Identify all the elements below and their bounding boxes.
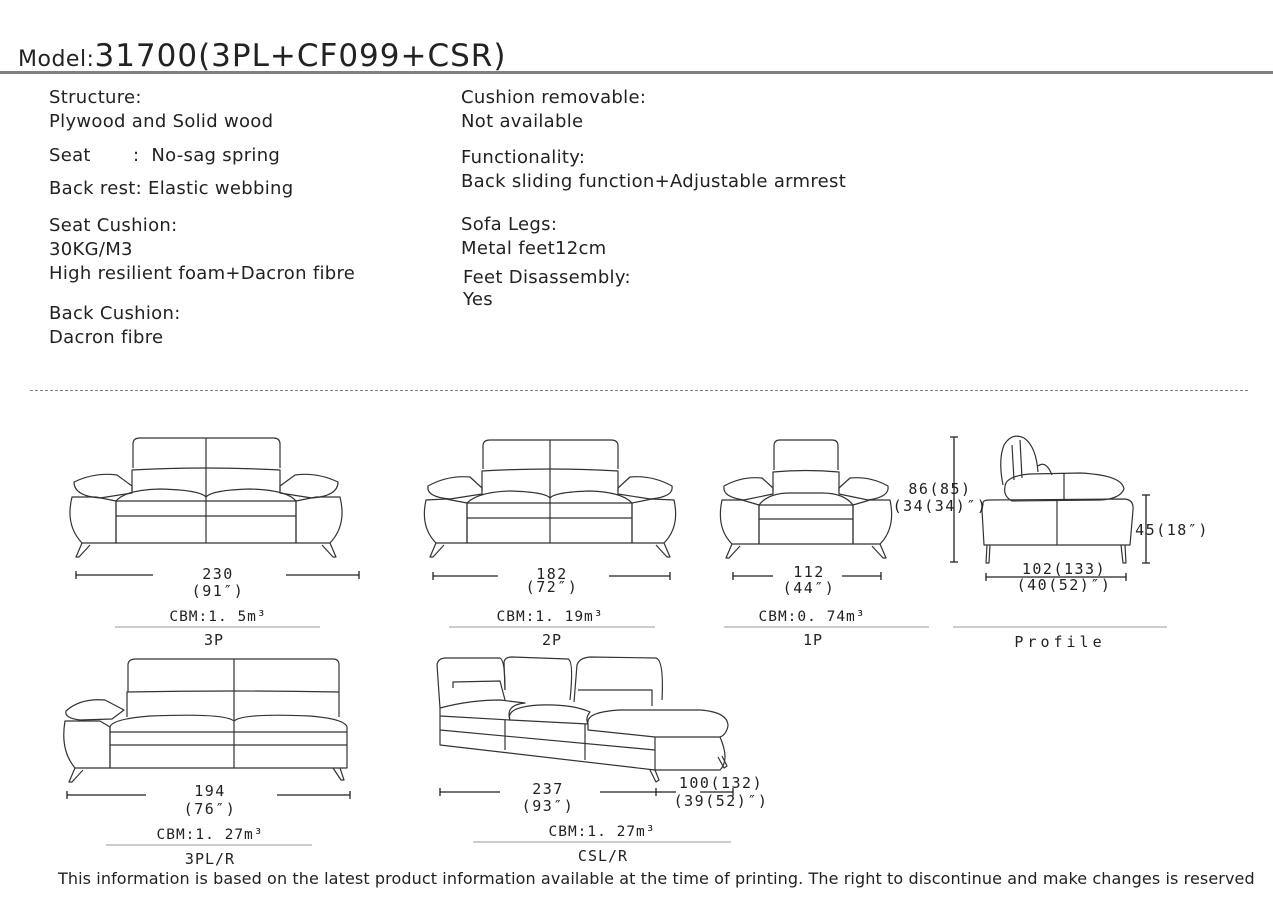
section-divider — [30, 390, 1248, 391]
spec-sofa-legs-value: Metal feet12cm — [461, 238, 607, 259]
3p-name: 3P — [204, 631, 224, 649]
model-title: Model:31700(3PL+CF099+CSR) — [18, 38, 506, 74]
3p-cbm: CBM:1. 5m³ — [169, 609, 266, 625]
3p-width-cm: 230 — [202, 565, 234, 583]
sofa-1p-drawing — [719, 439, 893, 559]
spec-structure-value: Plywood and Solid wood — [49, 111, 274, 132]
1p-width-cm: 112 — [793, 563, 825, 581]
spec-feet-disassembly-value: Yes — [463, 289, 493, 310]
cslr-depth-cm: 100(132) — [679, 774, 763, 792]
title-divider — [0, 71, 1273, 74]
sofa-2p-drawing — [423, 439, 677, 558]
sofa-profile-drawing — [981, 435, 1134, 564]
spec-back-cushion-label: Back Cushion: — [49, 303, 181, 324]
cslr-width-cm: 237 — [532, 780, 564, 798]
dimension-lines — [66, 436, 1150, 799]
1p-name: 1P — [803, 631, 823, 649]
3p-width-in: (91″) — [192, 582, 245, 600]
sofa-cslr-drawing — [436, 656, 729, 783]
spec-seat: Seat : No-sag spring — [49, 145, 281, 166]
1p-width-in: (44″) — [783, 579, 836, 597]
cbm-rules — [106, 626, 1167, 846]
2p-name: 2P — [542, 631, 562, 649]
profile-depth-in: (40(52)″) — [1017, 576, 1112, 594]
spec-back-cushion-value: Dacron fibre — [49, 327, 164, 348]
spec-sofa-legs-label: Sofa Legs: — [461, 214, 558, 235]
footer-disclaimer: This information is based on the latest … — [58, 869, 1255, 888]
3plr-width-cm: 194 — [194, 782, 226, 800]
model-label: Model: — [18, 47, 95, 72]
spec-cushion-removable-label: Cushion removable: — [461, 87, 647, 108]
3plr-width-in: (76″) — [184, 800, 237, 818]
2p-width-in: (72″) — [526, 578, 579, 596]
spec-seat-cushion-density: 30KG/M3 — [49, 239, 133, 260]
spec-structure-label: Structure: — [49, 87, 142, 108]
spec-back-rest: Back rest: Elastic webbing — [49, 178, 294, 199]
profile-name: Profile — [1014, 633, 1105, 651]
profile-height-cm: 86(85) — [908, 480, 971, 498]
2p-cbm: CBM:1. 19m³ — [496, 609, 603, 625]
profile-height-in: (34(34)″) — [893, 497, 988, 515]
cslr-cbm: CBM:1. 27m³ — [548, 824, 655, 840]
spec-functionality-value: Back sliding function+Adjustable armrest — [461, 171, 847, 192]
3plr-cbm: CBM:1. 27m³ — [156, 827, 263, 843]
sofa-3plr-drawing — [63, 658, 348, 783]
1p-cbm: CBM:0. 74m³ — [758, 609, 865, 625]
cslr-name: CSL/R — [578, 847, 628, 865]
spec-seat-cushion-label: Seat Cushion: — [49, 215, 178, 236]
profile-depth-cm: 102(133) — [1022, 560, 1106, 578]
3plr-name: 3PL/R — [185, 850, 235, 868]
sofa-3p-drawing — [69, 437, 343, 558]
profile-seat-height: 45(18″) — [1135, 521, 1209, 539]
spec-functionality-label: Functionality: — [461, 147, 586, 168]
cslr-width-in: (93″) — [522, 797, 575, 815]
cslr-depth-in: (39(52)″) — [674, 792, 769, 810]
2p-width-cm: 182 — [536, 565, 568, 583]
model-value: 31700(3PL+CF099+CSR) — [94, 38, 507, 74]
spec-cushion-removable-value: Not available — [461, 111, 584, 132]
spec-seat-cushion-value: High resilient foam+Dacron fibre — [49, 263, 356, 284]
spec-feet-disassembly-label: Feet Disassembly: — [463, 267, 631, 288]
